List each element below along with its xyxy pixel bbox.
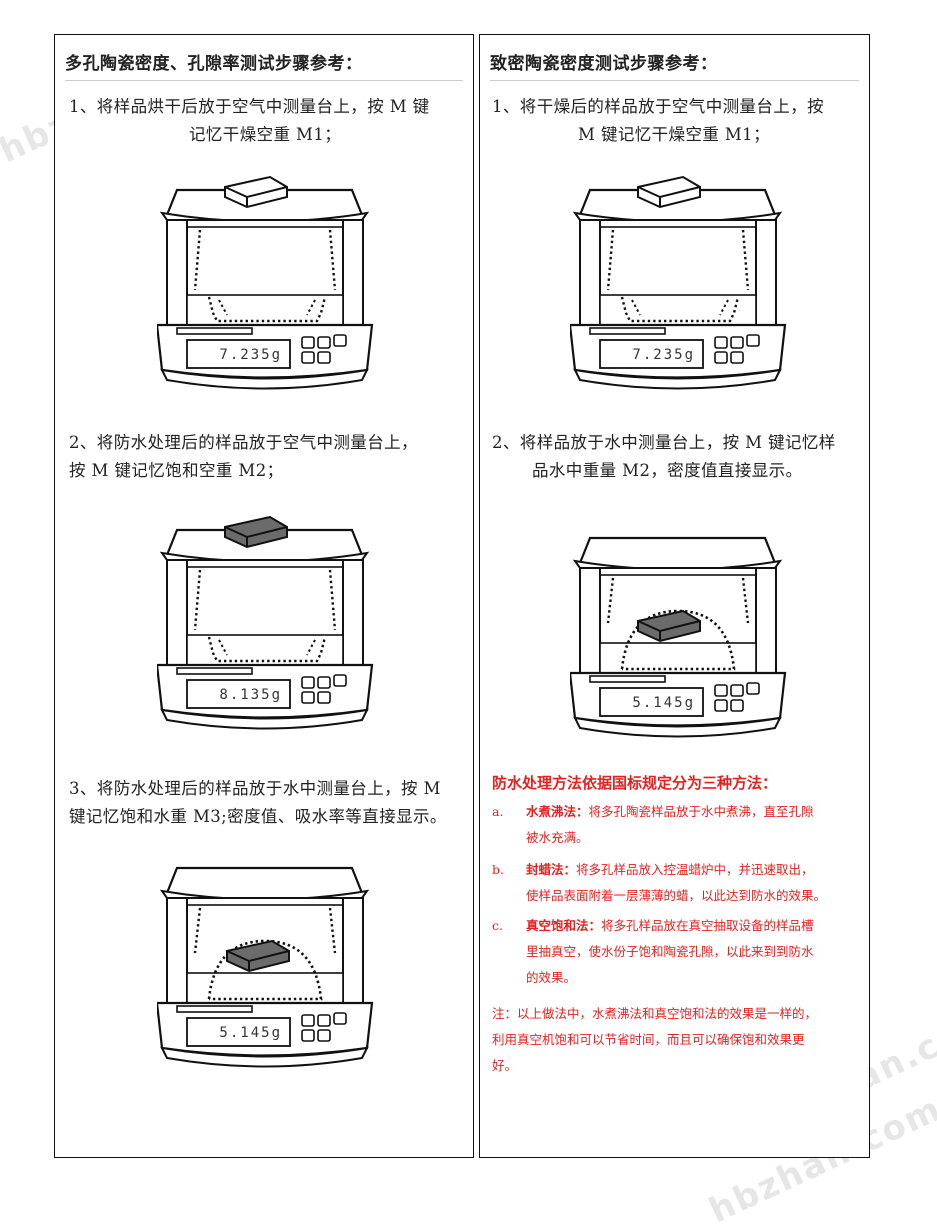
method-text: 被水充满。 (526, 830, 589, 845)
scale-dry-in-air: 7.235g (157, 176, 374, 390)
step-2-line-1: 2、将样品放于水中测量台上，按 M 键记忆样 (492, 433, 836, 452)
waterproofing-methods-title: 防水处理方法依据国标规定分为三种方法： (492, 774, 778, 792)
readout-display: 7.235g (632, 347, 695, 363)
step-1-line-2: M 键记忆干燥空重 M1； (578, 125, 770, 144)
scale-saturated-in-water: 5.145g (157, 866, 374, 1068)
step-3-line-1: 3、将防水处理后的样品放于水中测量台上，按 M (69, 779, 441, 798)
dense-ceramic-panel: 致密陶瓷密度测试步骤参考： 1、将干燥后的样品放于空气中测量台上，按 M 键记忆… (479, 34, 870, 1158)
panel-title: 多孔陶瓷密度、孔隙率测试步骤参考： (65, 49, 463, 81)
note: 注：以上做法中，水煮沸法和真空饱和法的效果是一样的， 利用真空机饱和可以节省时间… (492, 1001, 864, 1079)
scale-in-water: 5.145g (570, 536, 787, 738)
method-text: 的效果。 (526, 970, 577, 985)
note-line-3: 好。 (492, 1058, 518, 1073)
method-name: 水煮沸法： (526, 804, 589, 819)
method-letter: c. (492, 918, 503, 933)
method-name: 封蜡法： (526, 862, 577, 877)
method-wax-seal: b. 封蜡法：将多孔样品放入控温蜡炉中，并迅速取出， 使样品表面附着一层薄薄的蜡… (492, 857, 860, 909)
method-text: 将多孔陶瓷样品放于水中煮沸，直至孔隙 (588, 804, 814, 819)
note-line-2: 利用真空机饱和可以节省时间，而且可以确保饱和效果更 (492, 1032, 805, 1047)
step-3: 3、将防水处理后的样品放于水中测量台上，按 M 键记忆饱和水重 M3;密度值、吸… (69, 775, 469, 831)
method-text: 使样品表面附着一层薄薄的蜡，以此达到防水的效果。 (526, 888, 827, 903)
step-2: 2、将样品放于水中测量台上，按 M 键记忆样 品水中重量 M2，密度值直接显示。 (492, 429, 862, 485)
step-2-line-2: 品水中重量 M2，密度值直接显示。 (532, 461, 803, 480)
scale-dry-in-air: 7.235g (570, 176, 787, 390)
note-line-1: 注：以上做法中，水煮沸法和真空饱和法的效果是一样的， (492, 1006, 818, 1021)
method-text: 将多孔样品放入控温蜡炉中，并迅速取出， (576, 862, 814, 877)
method-vacuum-saturation: c. 真空饱和法：将多孔样品放在真空抽取设备的样品槽 里抽真空，使水份子饱和陶瓷… (492, 913, 860, 991)
readout-display: 5.145g (632, 695, 695, 711)
readout-display: 5.145g (219, 1025, 282, 1041)
method-letter: a. (492, 804, 504, 819)
step-2-line-1: 2、将防水处理后的样品放于空气中测量台上， (69, 433, 418, 452)
method-name: 真空饱和法： (526, 918, 602, 933)
method-letter: b. (492, 862, 504, 877)
step-1: 1、将样品烘干后放于空气中测量台上，按 M 键 记忆干燥空重 M1； (69, 93, 465, 149)
porous-ceramic-panel: 多孔陶瓷密度、孔隙率测试步骤参考： 1、将样品烘干后放于空气中测量台上，按 M … (54, 34, 474, 1158)
method-text: 将多孔样品放在真空抽取设备的样品槽 (601, 918, 814, 933)
step-1: 1、将干燥后的样品放于空气中测量台上，按 M 键记忆干燥空重 M1； (492, 93, 862, 149)
panel-title: 致密陶瓷密度测试步骤参考： (490, 49, 859, 81)
method-text: 里抽真空，使水份子饱和陶瓷孔隙，以此来到到防水 (526, 944, 814, 959)
scale-saturated-in-air: 8.135g (157, 516, 374, 730)
step-1-line-2: 记忆干燥空重 M1； (189, 125, 342, 144)
step-1-line-1: 1、将干燥后的样品放于空气中测量台上，按 (492, 97, 824, 116)
method-boiling: a. 水煮沸法：将多孔陶瓷样品放于水中煮沸，直至孔隙 被水充满。 (492, 799, 860, 851)
step-2: 2、将防水处理后的样品放于空气中测量台上， 按 M 键记忆饱和空重 M2； (69, 429, 465, 485)
readout-display: 7.235g (219, 347, 282, 363)
readout-display: 8.135g (219, 687, 282, 703)
step-2-line-2: 按 M 键记忆饱和空重 M2； (69, 461, 284, 480)
step-3-line-2: 键记忆饱和水重 M3;密度值、吸水率等直接显示。 (69, 807, 447, 826)
step-1-line-1: 1、将样品烘干后放于空气中测量台上，按 M 键 (69, 97, 430, 116)
